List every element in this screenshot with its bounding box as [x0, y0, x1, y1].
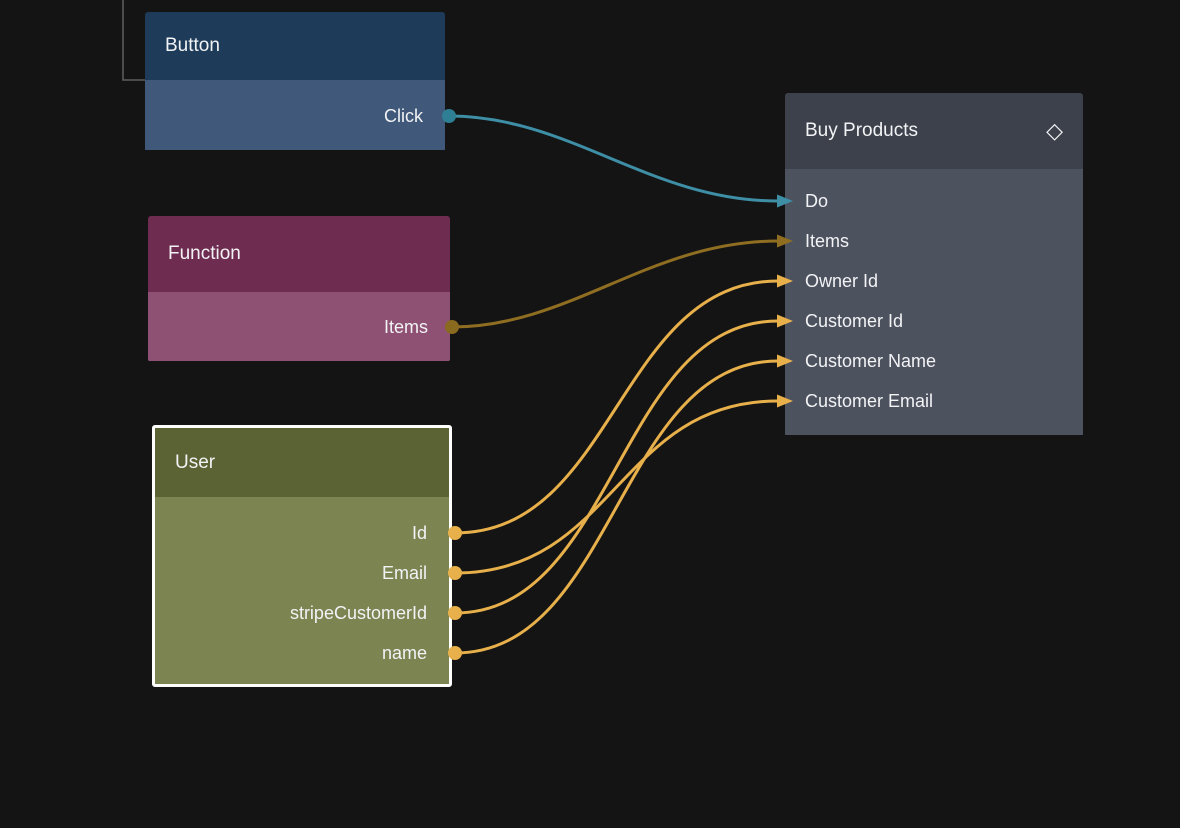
node-function-title: Function: [168, 243, 241, 264]
input-port-customer-name-label: Customer Name: [805, 350, 937, 371]
input-port-do[interactable]: Do: [785, 181, 1083, 221]
wire-stripecustomerid-to-customer-id[interactable]: [454, 319, 779, 615]
output-port-stripecustomerid[interactable]: stripeCustomerId: [155, 593, 449, 633]
node-user-body: Id Email stripeCustomerId name: [155, 497, 449, 684]
node-button-header[interactable]: Button: [145, 12, 445, 80]
node-button[interactable]: Button Click: [145, 12, 445, 154]
input-port-customer-email-label: Customer Email: [805, 390, 934, 411]
output-port-items[interactable]: Items: [148, 307, 450, 347]
input-port-customer-id[interactable]: Customer Id: [785, 301, 1083, 341]
output-port-email-label: Email: [381, 562, 427, 583]
node-buy-products-title: Buy Products: [805, 120, 918, 141]
node-button-body: Click: [145, 80, 445, 150]
input-port-customer-id-label: Customer Id: [805, 310, 904, 331]
node-buy-products-body: Do Items Owner Id Customer Id Customer N…: [785, 169, 1083, 435]
node-function-body: Items: [148, 292, 450, 361]
node-user-title: User: [175, 451, 216, 473]
input-port-customer-email[interactable]: Customer Email: [785, 381, 1083, 421]
output-port-id-label: Id: [411, 522, 427, 543]
output-port-stripecustomerid-label: stripeCustomerId: [289, 602, 427, 623]
input-port-customer-name[interactable]: Customer Name: [785, 341, 1083, 381]
input-port-items[interactable]: Items: [785, 221, 1083, 261]
wire-id-to-owner-id[interactable]: [454, 279, 779, 535]
output-port-click[interactable]: Click: [145, 96, 445, 136]
output-port-name-label: name: [381, 642, 427, 663]
wire-click-to-do[interactable]: [448, 114, 779, 203]
input-port-owner-id-label: Owner Id: [805, 270, 879, 291]
node-user-header[interactable]: User: [155, 428, 449, 497]
input-port-owner-id[interactable]: Owner Id: [785, 261, 1083, 301]
output-port-items-label: Items: [383, 316, 428, 337]
node-buy-products[interactable]: Buy Products ◇ Do Items Owner Id Custome…: [785, 93, 1083, 437]
diamond-icon[interactable]: ◇: [1046, 118, 1063, 143]
frame-edge-line: [122, 0, 145, 81]
output-port-email[interactable]: Email: [155, 553, 449, 593]
input-port-do-label: Do: [805, 190, 829, 211]
output-port-click-label: Click: [384, 105, 423, 126]
node-user[interactable]: User Id Email stripeCustomerId name: [152, 425, 452, 687]
wire-email-to-customer-email[interactable]: [454, 399, 779, 575]
node-button-title: Button: [165, 35, 220, 56]
input-port-items-label: Items: [805, 230, 850, 251]
wire-name-to-customer-name[interactable]: [454, 359, 779, 655]
node-function[interactable]: Function Items: [148, 216, 450, 362]
node-buy-products-header[interactable]: Buy Products ◇: [785, 93, 1083, 169]
node-function-header[interactable]: Function: [148, 216, 450, 292]
output-port-name[interactable]: name: [155, 633, 449, 673]
output-port-id[interactable]: Id: [155, 513, 449, 553]
wire-items-to-items[interactable]: [451, 239, 779, 329]
